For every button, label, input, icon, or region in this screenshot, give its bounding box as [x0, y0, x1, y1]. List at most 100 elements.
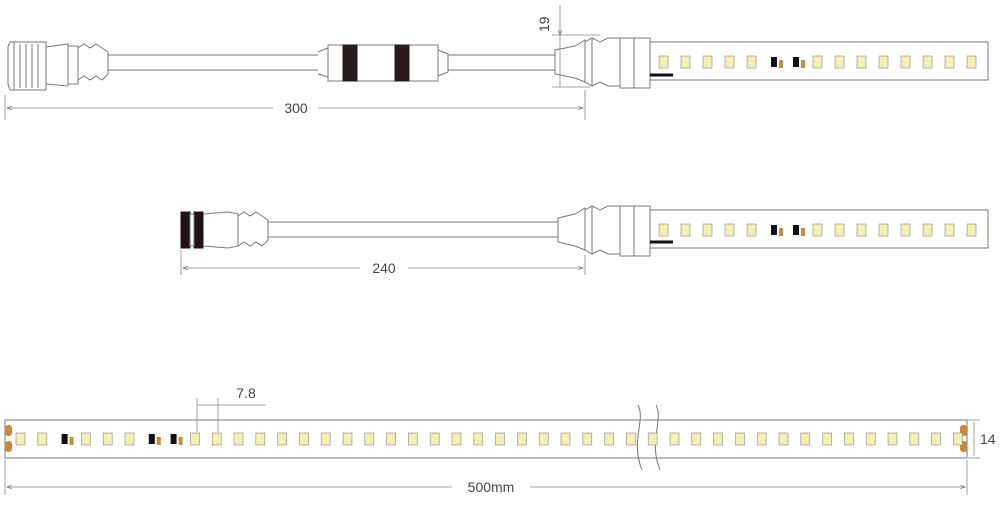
led-chip — [233, 432, 244, 446]
led-pitch-label: 7.8 — [236, 385, 256, 401]
top-assembly — [7, 37, 989, 91]
led-chip — [702, 55, 713, 69]
led-chip — [909, 432, 920, 446]
led-chip — [966, 223, 977, 237]
led-chip — [342, 432, 353, 446]
led-chip — [822, 432, 832, 446]
led-chip — [211, 432, 222, 446]
led-chip — [299, 432, 309, 446]
top-strip-leds — [658, 55, 977, 69]
led-chip — [953, 432, 963, 446]
led-chip — [451, 432, 462, 446]
led-chip — [724, 55, 735, 69]
led-chip — [856, 223, 867, 237]
resistor — [771, 225, 777, 235]
led-chip — [878, 55, 889, 69]
led-chip — [277, 432, 287, 446]
cable-length-top-label: 300 — [284, 100, 308, 116]
led-chip — [255, 432, 266, 446]
strip-width-label: 14 — [980, 431, 996, 447]
copper-dot — [801, 60, 805, 68]
resistor — [170, 434, 177, 444]
dim-height-top — [552, 5, 600, 88]
led-chip — [735, 432, 745, 446]
led-chip — [812, 223, 823, 237]
led-chip — [429, 432, 440, 446]
copper-dot — [69, 437, 74, 445]
dim-strip-length — [4, 460, 968, 495]
dim-led-pitch — [196, 398, 266, 432]
led-chip — [320, 432, 331, 446]
strip-length-label: 500mm — [468, 479, 515, 495]
dim-strip-width — [968, 419, 980, 459]
led-chip — [658, 55, 669, 69]
led-chip — [724, 223, 735, 237]
led-chip — [966, 55, 977, 69]
led-chip — [922, 223, 933, 237]
led-chip — [124, 432, 135, 446]
led-chip — [626, 432, 636, 446]
led-chip — [658, 223, 669, 237]
resistor — [793, 57, 799, 67]
led-chip — [931, 432, 941, 446]
led-chip — [691, 432, 702, 446]
top-strip — [649, 41, 989, 81]
copper-dot — [178, 437, 183, 445]
resistor — [793, 225, 799, 235]
led-chip — [756, 432, 767, 446]
led-chip — [37, 432, 48, 446]
led-chip — [604, 432, 614, 446]
solder-pad — [5, 425, 12, 436]
led-chip — [900, 55, 911, 69]
led-chip — [834, 223, 845, 237]
led-chip — [944, 55, 955, 69]
copper-dot — [779, 228, 783, 236]
top-plug — [7, 41, 109, 91]
led-chip — [15, 432, 26, 446]
led-chip — [746, 55, 757, 69]
resistor — [148, 434, 155, 444]
copper-dot — [779, 60, 783, 68]
led-chip — [81, 432, 91, 446]
resistor — [771, 57, 777, 67]
led-chip — [517, 432, 527, 446]
mid-end-cap — [557, 205, 651, 257]
top-end-cap — [554, 37, 651, 89]
led-chip — [844, 432, 854, 446]
dim-cable-mid — [180, 250, 586, 275]
mid-plug — [180, 211, 269, 249]
led-chip — [364, 432, 375, 446]
led-chip — [887, 432, 898, 446]
led-chip — [713, 432, 723, 446]
led-chip — [834, 55, 845, 69]
led-chip — [408, 432, 418, 446]
inline-connector — [317, 44, 449, 82]
height-top-label: 19 — [536, 16, 552, 32]
led-chip — [669, 432, 680, 446]
led-chip — [800, 432, 811, 446]
led-chip — [386, 432, 396, 446]
cable-length-mid-label: 240 — [372, 260, 396, 276]
led-chip — [778, 432, 789, 446]
led-chip — [560, 432, 571, 446]
led-chip — [102, 432, 113, 446]
dim-cable-top — [4, 90, 586, 120]
led-chip — [190, 432, 200, 446]
solder-pad — [5, 441, 12, 452]
led-chip — [647, 432, 658, 446]
led-chip — [878, 223, 889, 237]
bottom-strip-leds — [15, 432, 963, 446]
middle-assembly — [180, 205, 989, 257]
mid-strip-leds — [658, 223, 977, 237]
resistor — [61, 434, 68, 444]
led-chip — [812, 55, 823, 69]
copper-dot — [156, 437, 161, 445]
led-chip — [702, 223, 713, 237]
led-chip — [922, 55, 933, 69]
led-chip — [865, 432, 876, 446]
led-chip — [473, 432, 484, 446]
led-chip — [680, 223, 691, 237]
led-chip — [944, 223, 955, 237]
led-chip — [856, 55, 867, 69]
